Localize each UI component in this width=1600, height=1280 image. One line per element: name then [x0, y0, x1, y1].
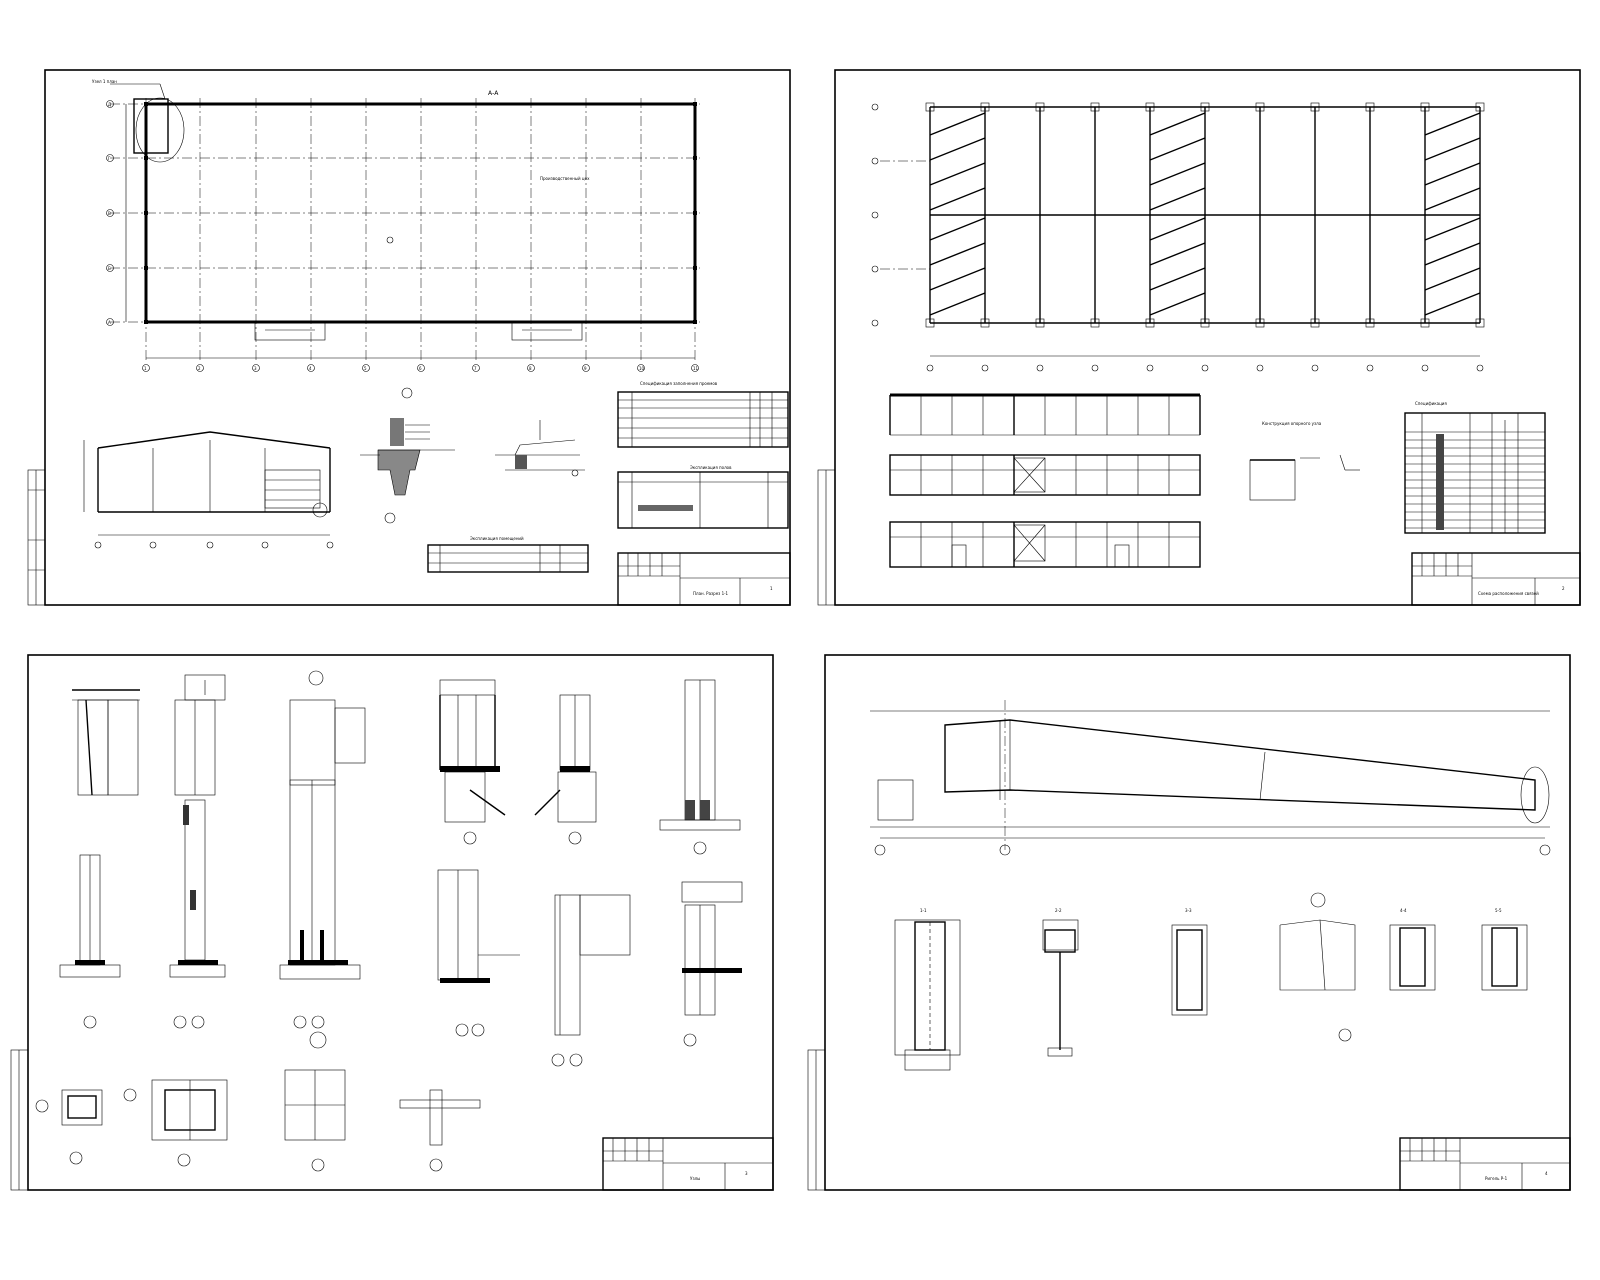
sheet-4-stamp-number: 4	[1545, 1171, 1548, 1176]
section-1-1	[83, 431, 334, 549]
grid-number-label: 9	[584, 366, 587, 371]
sheet-4: Ригель Р-1 4	[807, 654, 1571, 1191]
note-title: Конструкция опорного узла	[1262, 421, 1322, 426]
grid-number-label: 1	[144, 366, 147, 371]
node-base-plate	[659, 679, 741, 855]
sheet-1-binding-strip	[27, 469, 46, 606]
grid-number-label: 11	[693, 366, 699, 371]
sheet-1: А-А	[27, 69, 791, 606]
sheet-1-stamp-caption: План. Разрез 1-1	[693, 591, 729, 596]
sheet-2-stamp-caption: Схема расположения связей	[1478, 591, 1539, 596]
sheet-4-binding-strip	[807, 1049, 826, 1191]
floors-table: Экспликация полов	[617, 465, 789, 529]
sheet-3-stamp-caption: Узлы	[690, 1176, 700, 1181]
section-label: 2-2	[1055, 908, 1062, 913]
grid-number-label: 2	[198, 366, 201, 371]
support-node-detail: Конструкция опорного узла	[1249, 421, 1360, 501]
plan-column-axis-bubbles	[142, 357, 699, 372]
grid-number-label: 4	[309, 366, 312, 371]
grid-number-label: 3	[254, 366, 257, 371]
plan-gates	[254, 321, 583, 341]
sheet-4-frame	[824, 654, 1571, 1191]
rafter-elevation	[870, 700, 1551, 856]
node-column-3	[279, 670, 366, 1029]
sheet-3-stamp-number: 3	[745, 1171, 748, 1176]
rafter-sections	[894, 892, 1528, 1071]
window-spec-title: Спецификация заполнения проемов	[640, 381, 718, 386]
section-label: 5-5	[1495, 908, 1502, 913]
sheet-1-stamp-number: 1	[770, 586, 773, 591]
floors-title: Экспликация полов	[690, 465, 732, 470]
grid-number-label: 8	[529, 366, 532, 371]
sheet-1-plan-header: А-А	[488, 90, 499, 97]
grid-letter-label: Г	[108, 156, 111, 161]
section-details-row	[35, 1031, 481, 1172]
sheet-2-title-block: Схема расположения связей 2	[1411, 552, 1581, 606]
spec-table: Спецификация	[1404, 401, 1546, 534]
node-rafter-support-1	[439, 679, 506, 845]
node-column-1	[59, 689, 140, 1029]
node-column-2	[169, 674, 226, 1029]
grid-letter-label: В	[108, 211, 111, 216]
grid-letter-label: Б	[108, 266, 111, 271]
sheet-2-binding-strip	[817, 469, 836, 606]
sheet-3-frame	[27, 654, 774, 1191]
sheet-4-title-block: Ригель Р-1 4	[1399, 1137, 1571, 1191]
section-label: 1-1	[920, 908, 927, 913]
section-label: 3-3	[1185, 908, 1192, 913]
spec-table-title: Спецификация	[1415, 401, 1447, 406]
bracing-plan	[871, 102, 1485, 372]
window-spec-table: Спецификация заполнения проемов	[617, 381, 789, 448]
sheet-1-title-block: План. Разрез 1-1 1	[617, 552, 791, 606]
sheet-2-stamp-number: 2	[1562, 586, 1565, 591]
grid-number-labels: 1 2 3 4 5 6 7 8 9 10 11	[144, 366, 699, 371]
sheet-2-frame	[834, 69, 1581, 606]
room-marker	[386, 236, 394, 244]
node-beam-connection-1	[437, 869, 520, 1037]
grid-letter-label: А	[108, 320, 111, 325]
foundation-detail	[360, 418, 455, 524]
sheet-4-stamp-caption: Ригель Р-1	[1485, 1176, 1508, 1181]
grid-letter-labels: А Б В Г Д	[108, 102, 111, 325]
node-rafter-support-2	[534, 694, 597, 845]
rooms-title: Экспликация помещений	[470, 536, 524, 541]
node-column-head	[681, 881, 743, 1047]
threshold-detail	[495, 420, 585, 477]
node-circle	[401, 387, 413, 399]
grid-number-label: 5	[364, 366, 367, 371]
callout-label: Узел 1 план	[92, 79, 117, 84]
sheet-3-title-block: Узлы 3	[602, 1137, 774, 1191]
sheet-3: Узлы 3	[10, 654, 774, 1191]
callout-ellipse	[135, 97, 185, 163]
grid-number-label: 10	[639, 366, 645, 371]
callout-box	[133, 98, 169, 154]
room-label: Производственный цех	[540, 176, 590, 181]
bracing-elevations	[889, 393, 1201, 568]
grid-number-label: 6	[419, 366, 422, 371]
plan-row-axis-bubbles	[106, 100, 127, 326]
node-beam-connection-2	[551, 894, 631, 1067]
grid-number-label: 7	[474, 366, 477, 371]
sheet-3-binding-strip	[10, 1049, 29, 1191]
sheet-2: Конструкция опорного узла Спецификация	[817, 69, 1581, 606]
grid-letter-label: Д	[108, 102, 111, 107]
section-labels: 1-1 2-2 3-3 4-4 5-5	[920, 908, 1502, 913]
sheet-1-frame	[44, 69, 791, 606]
section-label: 4-4	[1400, 908, 1407, 913]
rooms-table: Экспликация помещений	[427, 536, 589, 573]
